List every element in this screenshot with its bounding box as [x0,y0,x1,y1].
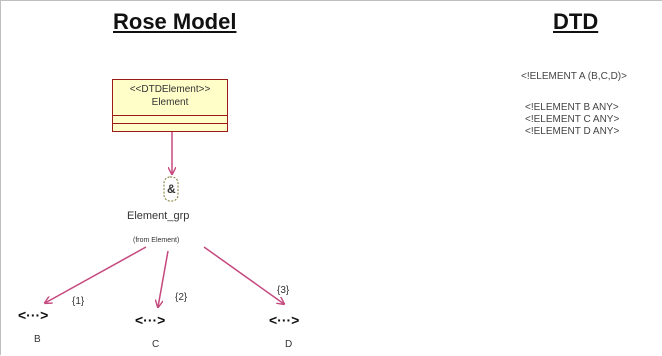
element-b-name: B [34,334,41,345]
element-b-symbol: <···> [18,307,49,323]
group-from-label: (from Element) [133,237,180,244]
element-d-name: D [285,339,293,350]
arrow-to-c [158,250,169,307]
attributes-separator [113,115,227,116]
dtd-line-c: <!ELEMENT C ANY> [525,114,620,125]
arrow-to-d [203,246,284,304]
multiplicity-d: {3} [277,285,290,296]
class-name: Element [151,97,189,108]
group-connector-icon [163,176,179,202]
dtd-line-a: <!ELEMENT A (B,C,D)> [521,71,627,82]
group-connector-symbol: & [167,182,176,196]
element-c-name: C [152,339,160,350]
group-name: Element_grp [127,210,190,222]
element-c-symbol: <···> [135,312,166,328]
multiplicity-c: {2} [175,292,188,303]
dtd-title: DTD [553,9,599,34]
element-d-symbol: <···> [269,312,300,328]
dtd-line-b: <!ELEMENT B ANY> [525,102,619,113]
arrow-to-b [45,246,147,303]
multiplicity-b: {1} [72,296,85,307]
uml-class-element: <<DTDElement>> Element [112,79,228,132]
dtd-line-d: <!ELEMENT D ANY> [525,126,620,137]
class-stereotype: <<DTDElement>> [129,84,211,95]
rose-model-title: Rose Model [113,9,237,34]
operations-separator [113,123,227,124]
